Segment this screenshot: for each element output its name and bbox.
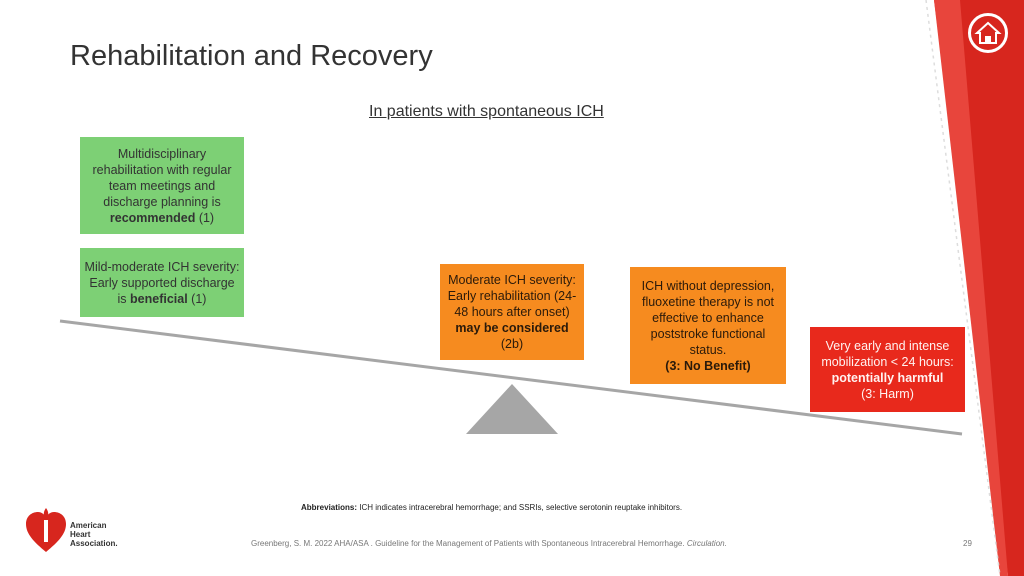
- decorative-red-band: [925, 0, 1024, 576]
- slide-subtitle: In patients with spontaneous ICH: [369, 103, 604, 120]
- home-button[interactable]: [968, 13, 1008, 53]
- seesaw-fulcrum: [466, 384, 558, 434]
- recommendation-box-multidisciplinary: Multidisciplinary rehabilitation with re…: [80, 137, 244, 234]
- heart-torch-logo: [26, 508, 66, 552]
- page-number: 29: [963, 539, 972, 548]
- abbreviations-note: Abbreviations: ICH indicates intracerebr…: [301, 503, 683, 512]
- recommendation-box-early-discharge: Mild-moderate ICH severity: Early suppor…: [80, 248, 244, 317]
- recommendation-box-fluoxetine: ICH without depression, fluoxetine thera…: [630, 267, 786, 384]
- recommendation-box-early-rehabilitation: Moderate ICH severity: Early rehabilitat…: [440, 264, 584, 360]
- aha-logo-text: American Heart Association.: [70, 521, 118, 548]
- slide-title: Rehabilitation and Recovery: [70, 40, 433, 72]
- home-icon: [974, 21, 1002, 44]
- recommendation-box-early-mobilization: Very early and intense mobilization < 24…: [810, 327, 965, 412]
- seesaw-beam: [59, 319, 963, 436]
- citation: Greenberg, S. M. 2022 AHA/ASA . Guidelin…: [251, 539, 727, 548]
